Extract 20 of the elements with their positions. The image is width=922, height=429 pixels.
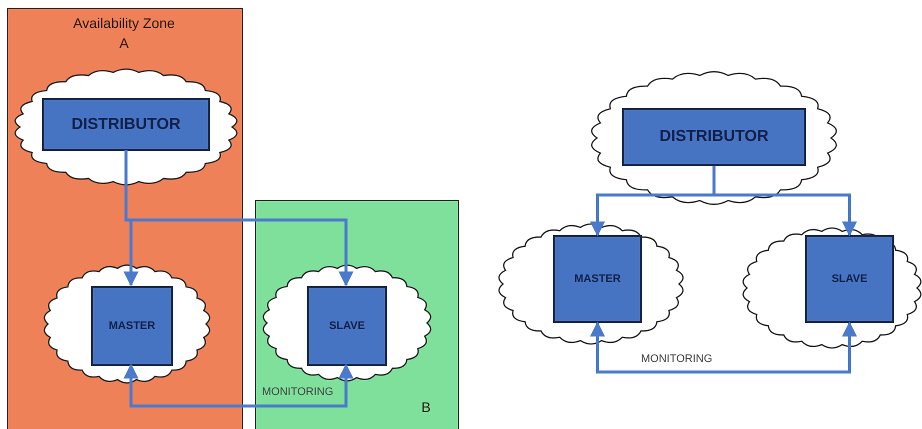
cloud-shape — [43, 263, 211, 385]
arrow — [124, 364, 354, 408]
cloud-shape — [262, 263, 432, 383]
zone-panel — [7, 8, 243, 429]
process-box: MASTER — [91, 286, 173, 366]
edge-label: MONITORING — [262, 386, 334, 398]
process-box: DISTRIBUTOR — [622, 108, 806, 166]
zone-label: Availability Zone A — [72, 14, 176, 53]
cloud-shape — [742, 226, 922, 350]
cloud-shape — [592, 70, 836, 206]
process-box: DISTRIBUTOR — [42, 98, 210, 151]
edge-label: MONITORING — [641, 353, 712, 365]
arrow — [590, 322, 857, 374]
cloud-shape — [498, 222, 684, 346]
process-box: SLAVE — [307, 286, 387, 366]
zone-panel — [255, 200, 459, 429]
process-box: SLAVE — [805, 235, 894, 323]
cloud-shape — [15, 67, 237, 187]
process-box: MASTER — [553, 235, 642, 323]
zone-label: B — [420, 398, 432, 417]
